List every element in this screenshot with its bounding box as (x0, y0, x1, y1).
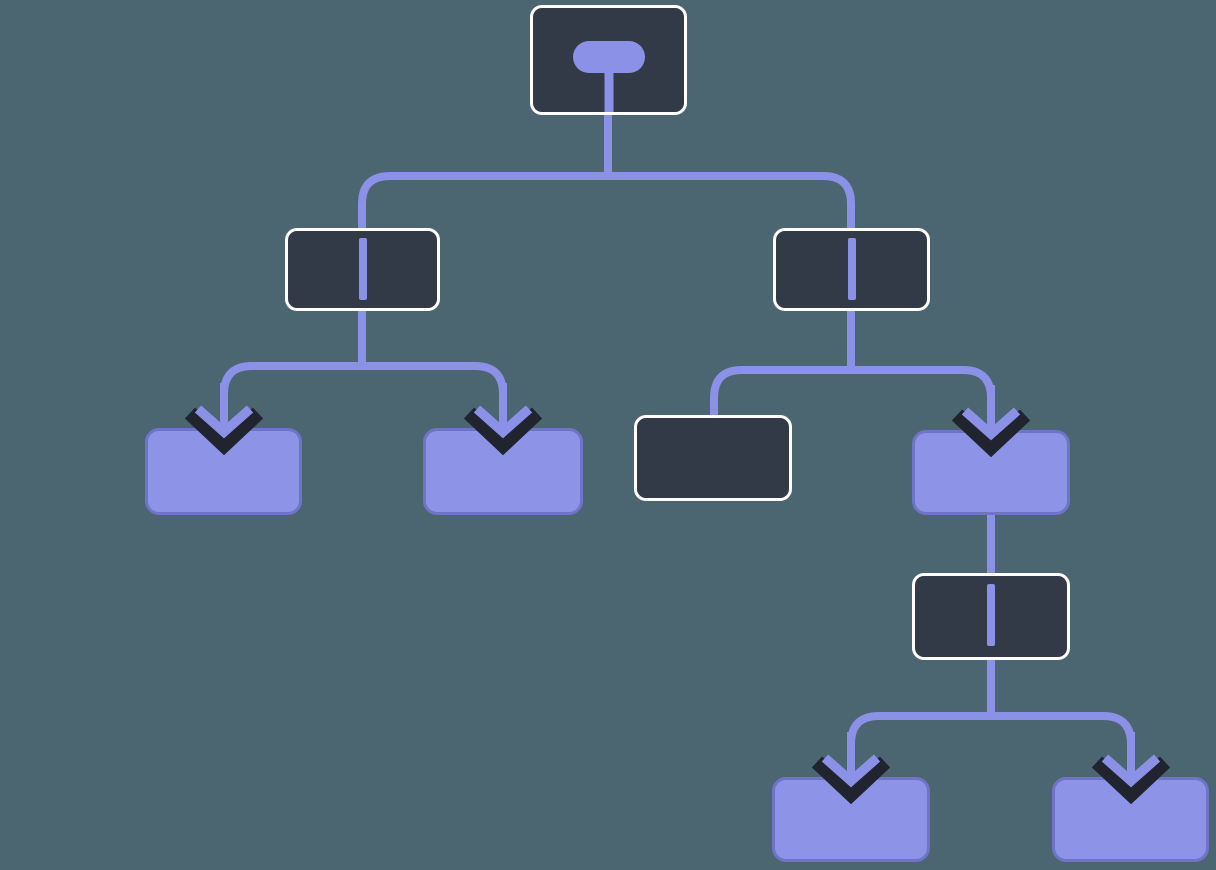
tree-node-leaf-bottom-right[interactable] (1052, 777, 1209, 862)
tree-node-branch-right[interactable] (773, 228, 930, 311)
root-pill-stem (604, 70, 613, 112)
tree-node-dark-leaf[interactable] (634, 415, 792, 501)
tree-node-purple-parent[interactable] (912, 430, 1070, 515)
pass-through-line (847, 238, 856, 300)
pass-through-line (987, 584, 995, 646)
connector-top-branch (358, 172, 855, 231)
pass-through-line (358, 238, 367, 300)
tree-node-leaf-bottom-left[interactable] (772, 777, 930, 862)
connector-lower-branch (847, 712, 1135, 780)
tree-node-leaf-inner-left[interactable] (423, 428, 583, 515)
tree-node-leaf-outer-left[interactable] (145, 428, 302, 515)
tree-node-root[interactable] (530, 5, 687, 115)
root-pill-icon (572, 41, 645, 73)
tree-node-branch-left[interactable] (285, 228, 440, 311)
connector-left-branch (220, 362, 507, 431)
tree-node-branch-lower[interactable] (912, 573, 1070, 660)
